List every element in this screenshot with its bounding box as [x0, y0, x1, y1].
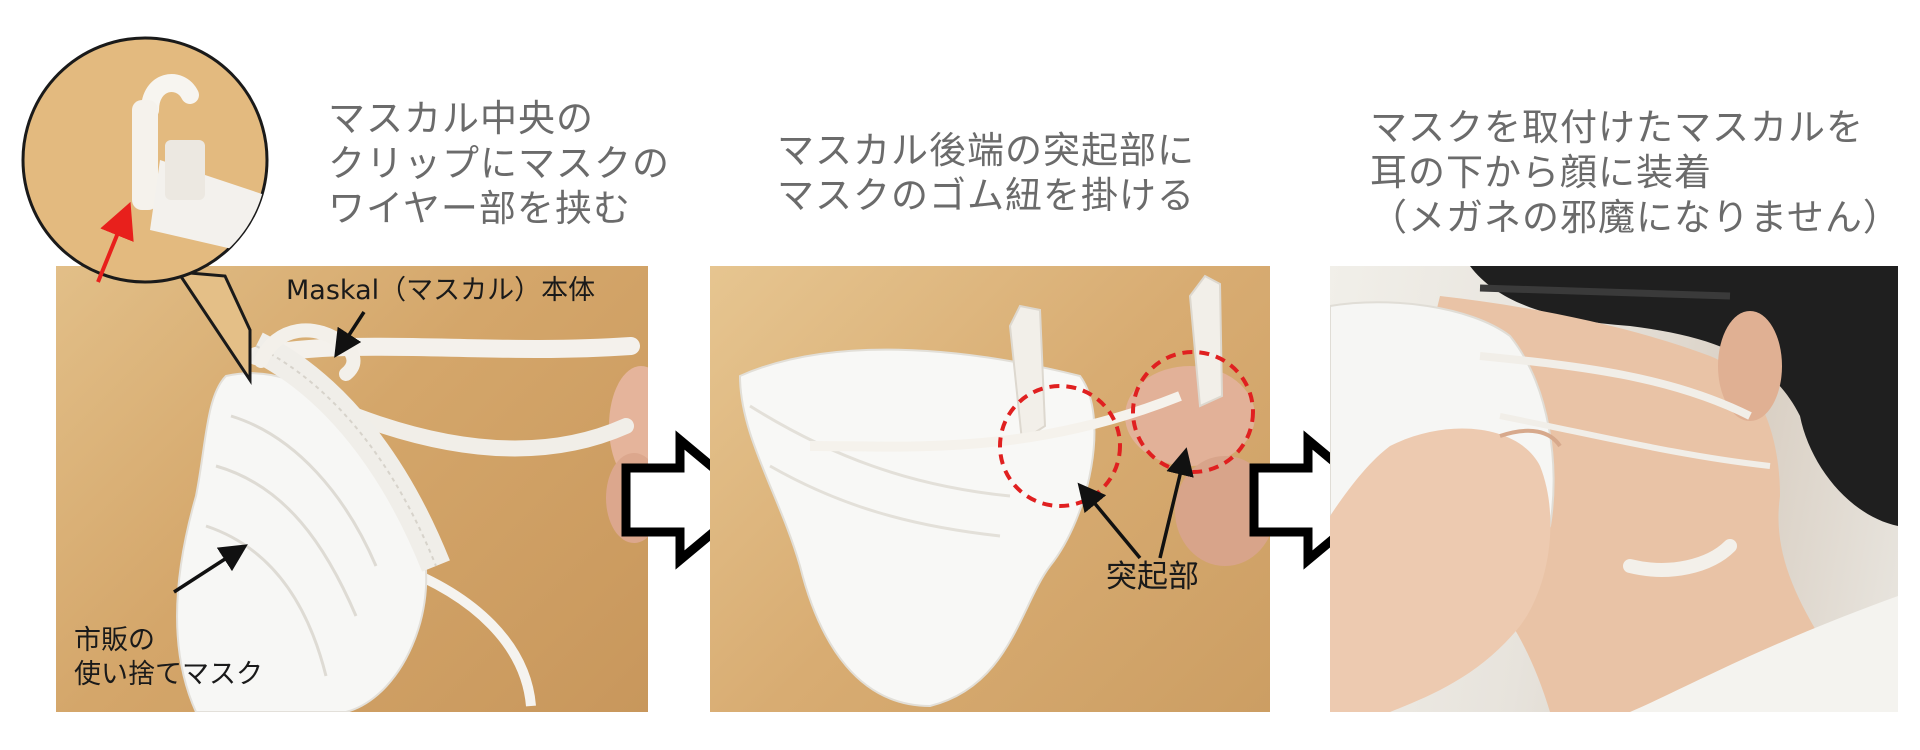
protrusion-highlight-circle-right — [1131, 350, 1255, 474]
protrusion-pointer-right — [1158, 447, 1194, 559]
step-3-caption: マスクを取付けたマスカルを 耳の下から顔に装着 （メガネの邪魔になりません） — [1370, 105, 1901, 240]
maskal-body-label: Maskal（マスカル）本体 — [286, 275, 596, 306]
protrusion-highlight-circle-left — [998, 384, 1122, 508]
step-2-caption: マスカル後端の突起部に マスクのゴム紐を掛ける — [777, 128, 1195, 218]
disposable-mask-label-line-1: 市販の — [74, 625, 155, 656]
step-2-photo — [710, 266, 1270, 712]
step-1-caption: マスカル中央の クリップにマスクの ワイヤー部を挟む — [328, 96, 670, 231]
step-1-caption-line-3: ワイヤー部を挟む — [328, 187, 631, 230]
step-2-caption-line-1: マスカル後端の突起部に — [777, 129, 1195, 172]
step-3-caption-line-3: （メガネの邪魔になりません） — [1370, 196, 1901, 239]
photo-1-pointer-arrows — [173, 311, 366, 594]
disposable-mask-label: 市販の 使い捨てマスク — [74, 624, 263, 692]
photo-2-highlights — [998, 350, 1255, 560]
protrusion-pointer-left — [1077, 482, 1142, 560]
protrusion-label: 突起部 — [1106, 559, 1199, 595]
step-1-caption-line-1: マスカル中央の — [328, 97, 594, 140]
mask-hooking-illustration — [738, 274, 1270, 708]
step-2-caption-line-2: マスクのゴム紐を掛ける — [777, 174, 1195, 217]
step-1-caption-line-2: クリップにマスクの — [328, 142, 670, 185]
step-3-caption-line-2: 耳の下から顔に装着 — [1370, 151, 1712, 194]
disposable-mask-label-line-2: 使い捨てマスク — [74, 659, 263, 690]
step-1-photo — [56, 266, 648, 712]
step-3-photo — [1330, 266, 1898, 712]
step-3-caption-line-1: マスクを取付けたマスカルを — [1370, 106, 1864, 149]
mask-pointer-arrow — [173, 544, 248, 594]
wearing-maskal-illustration — [1330, 266, 1898, 712]
body-pointer-arrow — [334, 311, 366, 358]
